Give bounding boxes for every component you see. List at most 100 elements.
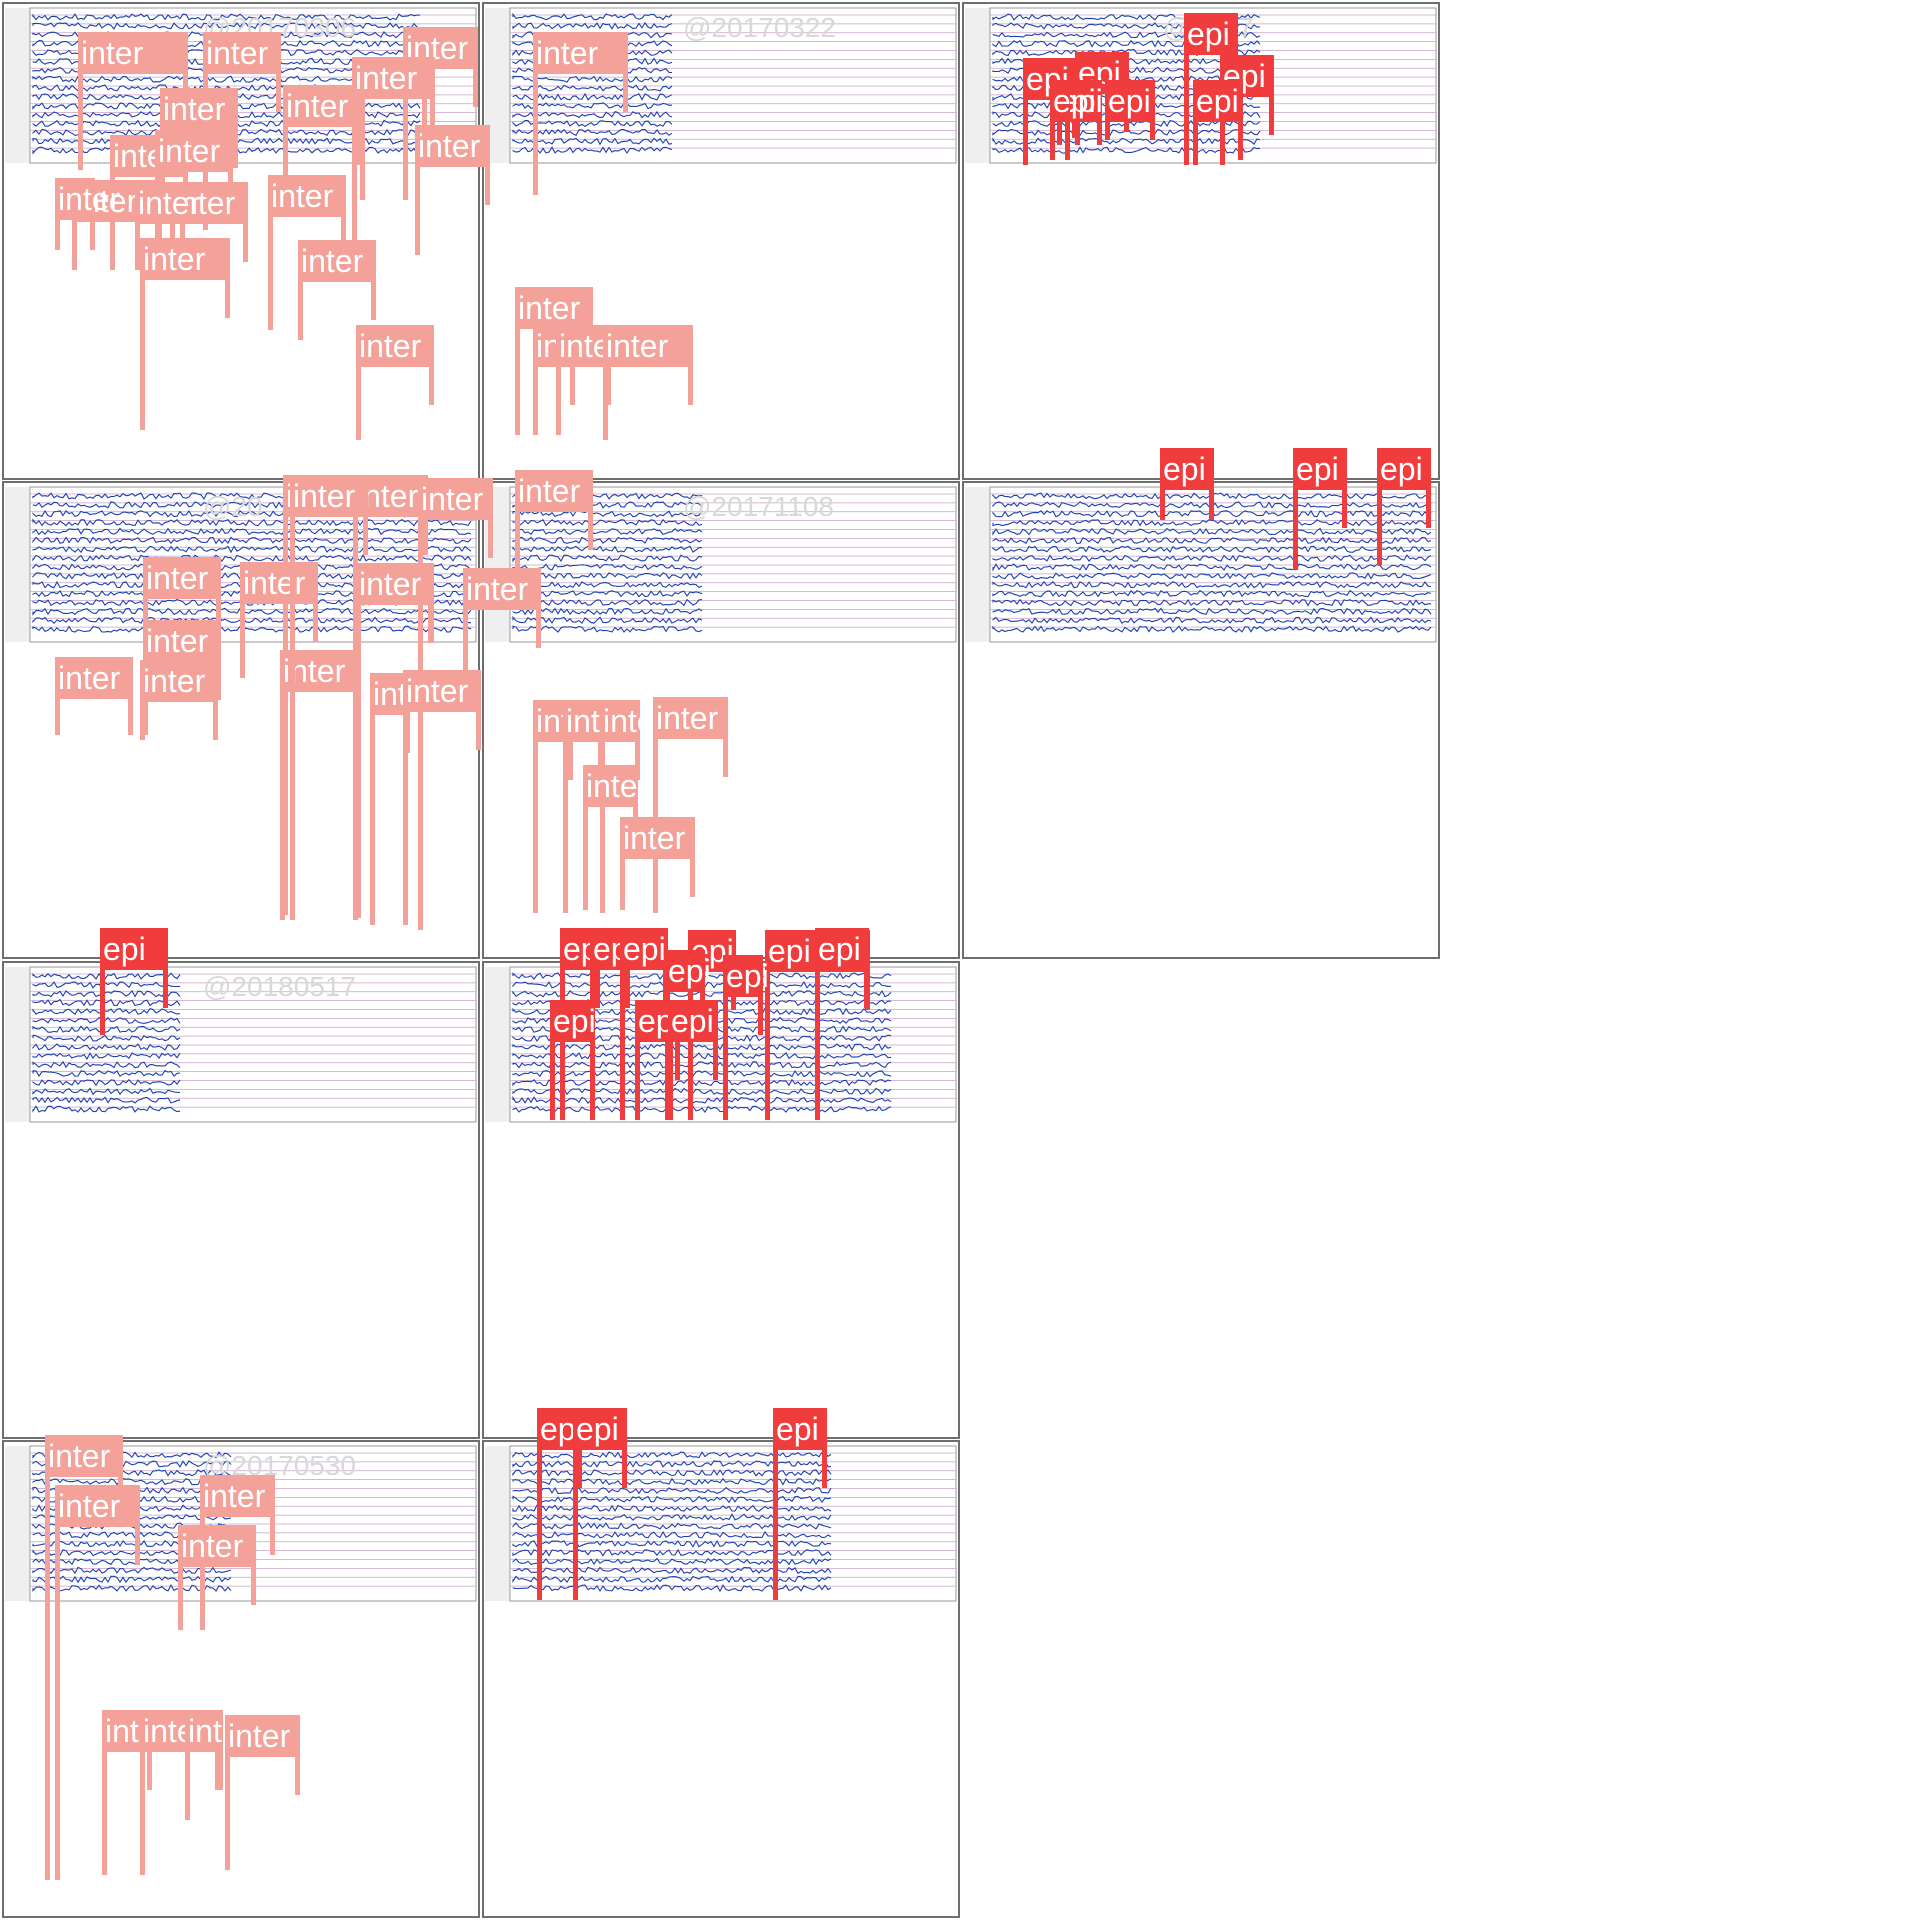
inter-annotation-label: inter: [283, 85, 361, 200]
annotation-tail: [595, 968, 600, 1008]
annotation-tail: [606, 365, 611, 405]
epi-annotation-label: epi: [1377, 448, 1431, 565]
eeg-trace: [512, 625, 703, 633]
eeg-trace: [32, 1477, 232, 1486]
annotation-label-box: [200, 1475, 275, 1517]
annotation-tail: [55, 1525, 60, 1880]
annotation-label-box: [1184, 13, 1238, 55]
eeg-trace: [992, 607, 1432, 616]
annotation-tail: [178, 1565, 183, 1630]
annotation-label-text: epi: [1163, 451, 1206, 487]
annotation-tail: [1050, 120, 1055, 160]
eeg-trace: [512, 545, 702, 553]
annotation-label-box: [135, 182, 185, 224]
annotation-tail: [298, 280, 303, 340]
annotation-tail: [668, 1040, 673, 1120]
annotation-label-text: epi: [671, 1003, 714, 1039]
eeg-trace: [992, 536, 1432, 545]
eeg-trace: [512, 572, 703, 580]
annotation-tail: [1057, 120, 1062, 145]
annotation-tail: [473, 67, 478, 107]
annotation-tail: [620, 857, 625, 910]
channel-gutter: [485, 967, 510, 1122]
eeg-trace: [32, 1583, 232, 1592]
eeg-trace: [512, 1105, 892, 1114]
eeg-trace: [512, 563, 703, 571]
inter-annotation-label: inter: [515, 470, 593, 580]
annotation-label-box: [533, 32, 628, 74]
annotation-label-box: [140, 238, 230, 280]
annotation-tail: [163, 968, 168, 1008]
annotation-label-text: epi: [1296, 451, 1339, 487]
panel-watermark: @20: [203, 491, 263, 522]
inter-annotation-label: inter: [603, 325, 693, 440]
annotation-label-box: [356, 563, 434, 605]
annotation-tail: [723, 737, 728, 777]
annotation-label-text: inter: [355, 60, 418, 96]
eeg-trace: [32, 1105, 181, 1113]
annotation-tail: [363, 515, 368, 555]
annotation-tail: [488, 518, 493, 558]
eeg-trace: [32, 1575, 232, 1584]
annotation-tail: [135, 1525, 140, 1565]
annotation-tail: [713, 1040, 718, 1080]
annotation-tail: [568, 740, 573, 780]
inter-annotation-label: inter: [55, 657, 133, 735]
annotation-tail: [600, 740, 605, 913]
annotation-tail: [622, 1448, 627, 1488]
annotation-label-box: [100, 928, 168, 970]
eeg-trace: [992, 545, 1432, 554]
annotation-tail: [72, 220, 77, 270]
annotation-tail: [356, 603, 361, 918]
annotation-label-text: inter: [536, 35, 599, 71]
annotation-tail: [356, 125, 361, 165]
eeg-trace: [992, 137, 1261, 146]
eeg-trace: [32, 13, 420, 21]
annotation-tail: [620, 968, 625, 1120]
annotation-label-text: epi: [1187, 16, 1230, 52]
annotation-tail: [55, 218, 60, 250]
eeg-trace: [512, 518, 703, 527]
epi-annotation-label: epi: [815, 928, 869, 1120]
annotation-label-box: [78, 32, 188, 74]
annotation-tail: [773, 1448, 778, 1600]
annotation-label-text: inter: [203, 1478, 266, 1514]
eeg-trace: [512, 528, 703, 536]
annotation-label-text: inter: [138, 185, 201, 221]
eeg-trace: [992, 580, 1432, 589]
annotation-tail: [100, 968, 105, 1035]
annotation-label-box: [515, 287, 593, 329]
eeg-trace: [512, 1043, 892, 1051]
annotation-label-box: [298, 240, 376, 282]
annotation-tail: [128, 697, 133, 735]
annotation-label-box: [556, 325, 611, 367]
annotation-label-text: inter: [206, 35, 269, 71]
annotation-label-text: inter: [243, 565, 306, 601]
annotation-tail: [341, 215, 346, 255]
annotation-tail: [533, 365, 538, 435]
annotation-label-text: inter: [518, 473, 581, 509]
eeg-trace: [32, 616, 472, 624]
annotation-label-text: epi: [1380, 451, 1423, 487]
epi-annotation-label: epi: [1160, 448, 1214, 520]
eeg-trace: [32, 518, 472, 527]
annotation-tail: [583, 805, 588, 910]
annotation-tail: [418, 518, 423, 930]
inter-annotation-label: inter: [225, 1715, 300, 1870]
annotation-tail: [216, 597, 221, 637]
annotation-label-box: [185, 1710, 223, 1752]
annotation-label-box: [140, 660, 218, 702]
annotation-tail: [588, 510, 593, 550]
annotation-tail: [603, 365, 608, 440]
epi-annotation-label: epi: [665, 950, 711, 1120]
inter-annotation-label: inter: [583, 765, 649, 910]
annotation-label-text: epi: [668, 953, 711, 989]
annotation-label-box: [418, 478, 493, 520]
annotated-eeg-panel: @20: [2, 481, 480, 959]
annotation-tail: [225, 278, 230, 318]
annotation-label-text: inter: [48, 1438, 111, 1474]
eeg-trace: [32, 536, 472, 545]
annotation-label-box: [178, 1525, 256, 1567]
annotation-label-box: [55, 657, 133, 699]
